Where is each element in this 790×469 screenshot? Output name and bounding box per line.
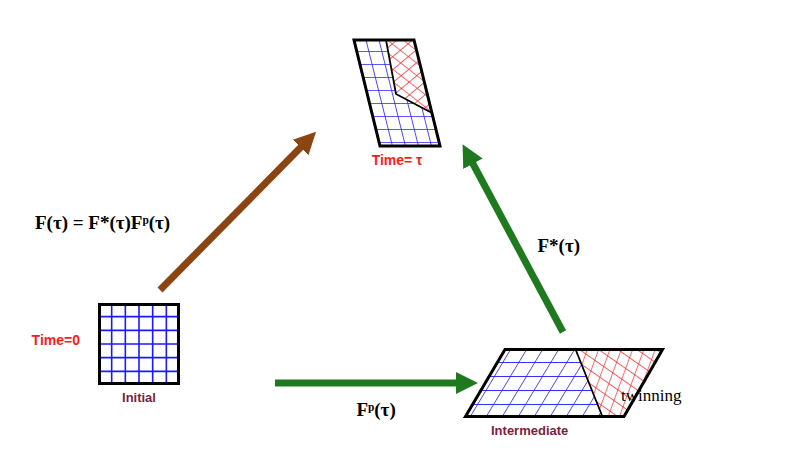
- grid-figure: [98, 303, 180, 385]
- grid-figure: [352, 38, 442, 148]
- edge-label: F*(τ): [538, 235, 581, 257]
- grid-figure: [463, 348, 665, 418]
- edge-label: Fᵖ(τ): [357, 399, 396, 421]
- grid-figure-node: Time= τ: [352, 38, 442, 148]
- transform-arrow: [160, 146, 302, 290]
- time-label: Time=0: [32, 332, 80, 348]
- state-label: Initial: [122, 390, 156, 405]
- annotation-label: twinning: [621, 386, 681, 406]
- state-label: Intermediate: [491, 423, 568, 438]
- transform-arrow: [275, 380, 458, 387]
- edge-label: F(τ) = F*(τ)Fᵖ(τ): [35, 212, 170, 234]
- grid-figure-node: Time=0Initial: [98, 303, 180, 385]
- time-label: Time= τ: [372, 152, 423, 168]
- grid-figure-node: Intermediate: [463, 348, 665, 418]
